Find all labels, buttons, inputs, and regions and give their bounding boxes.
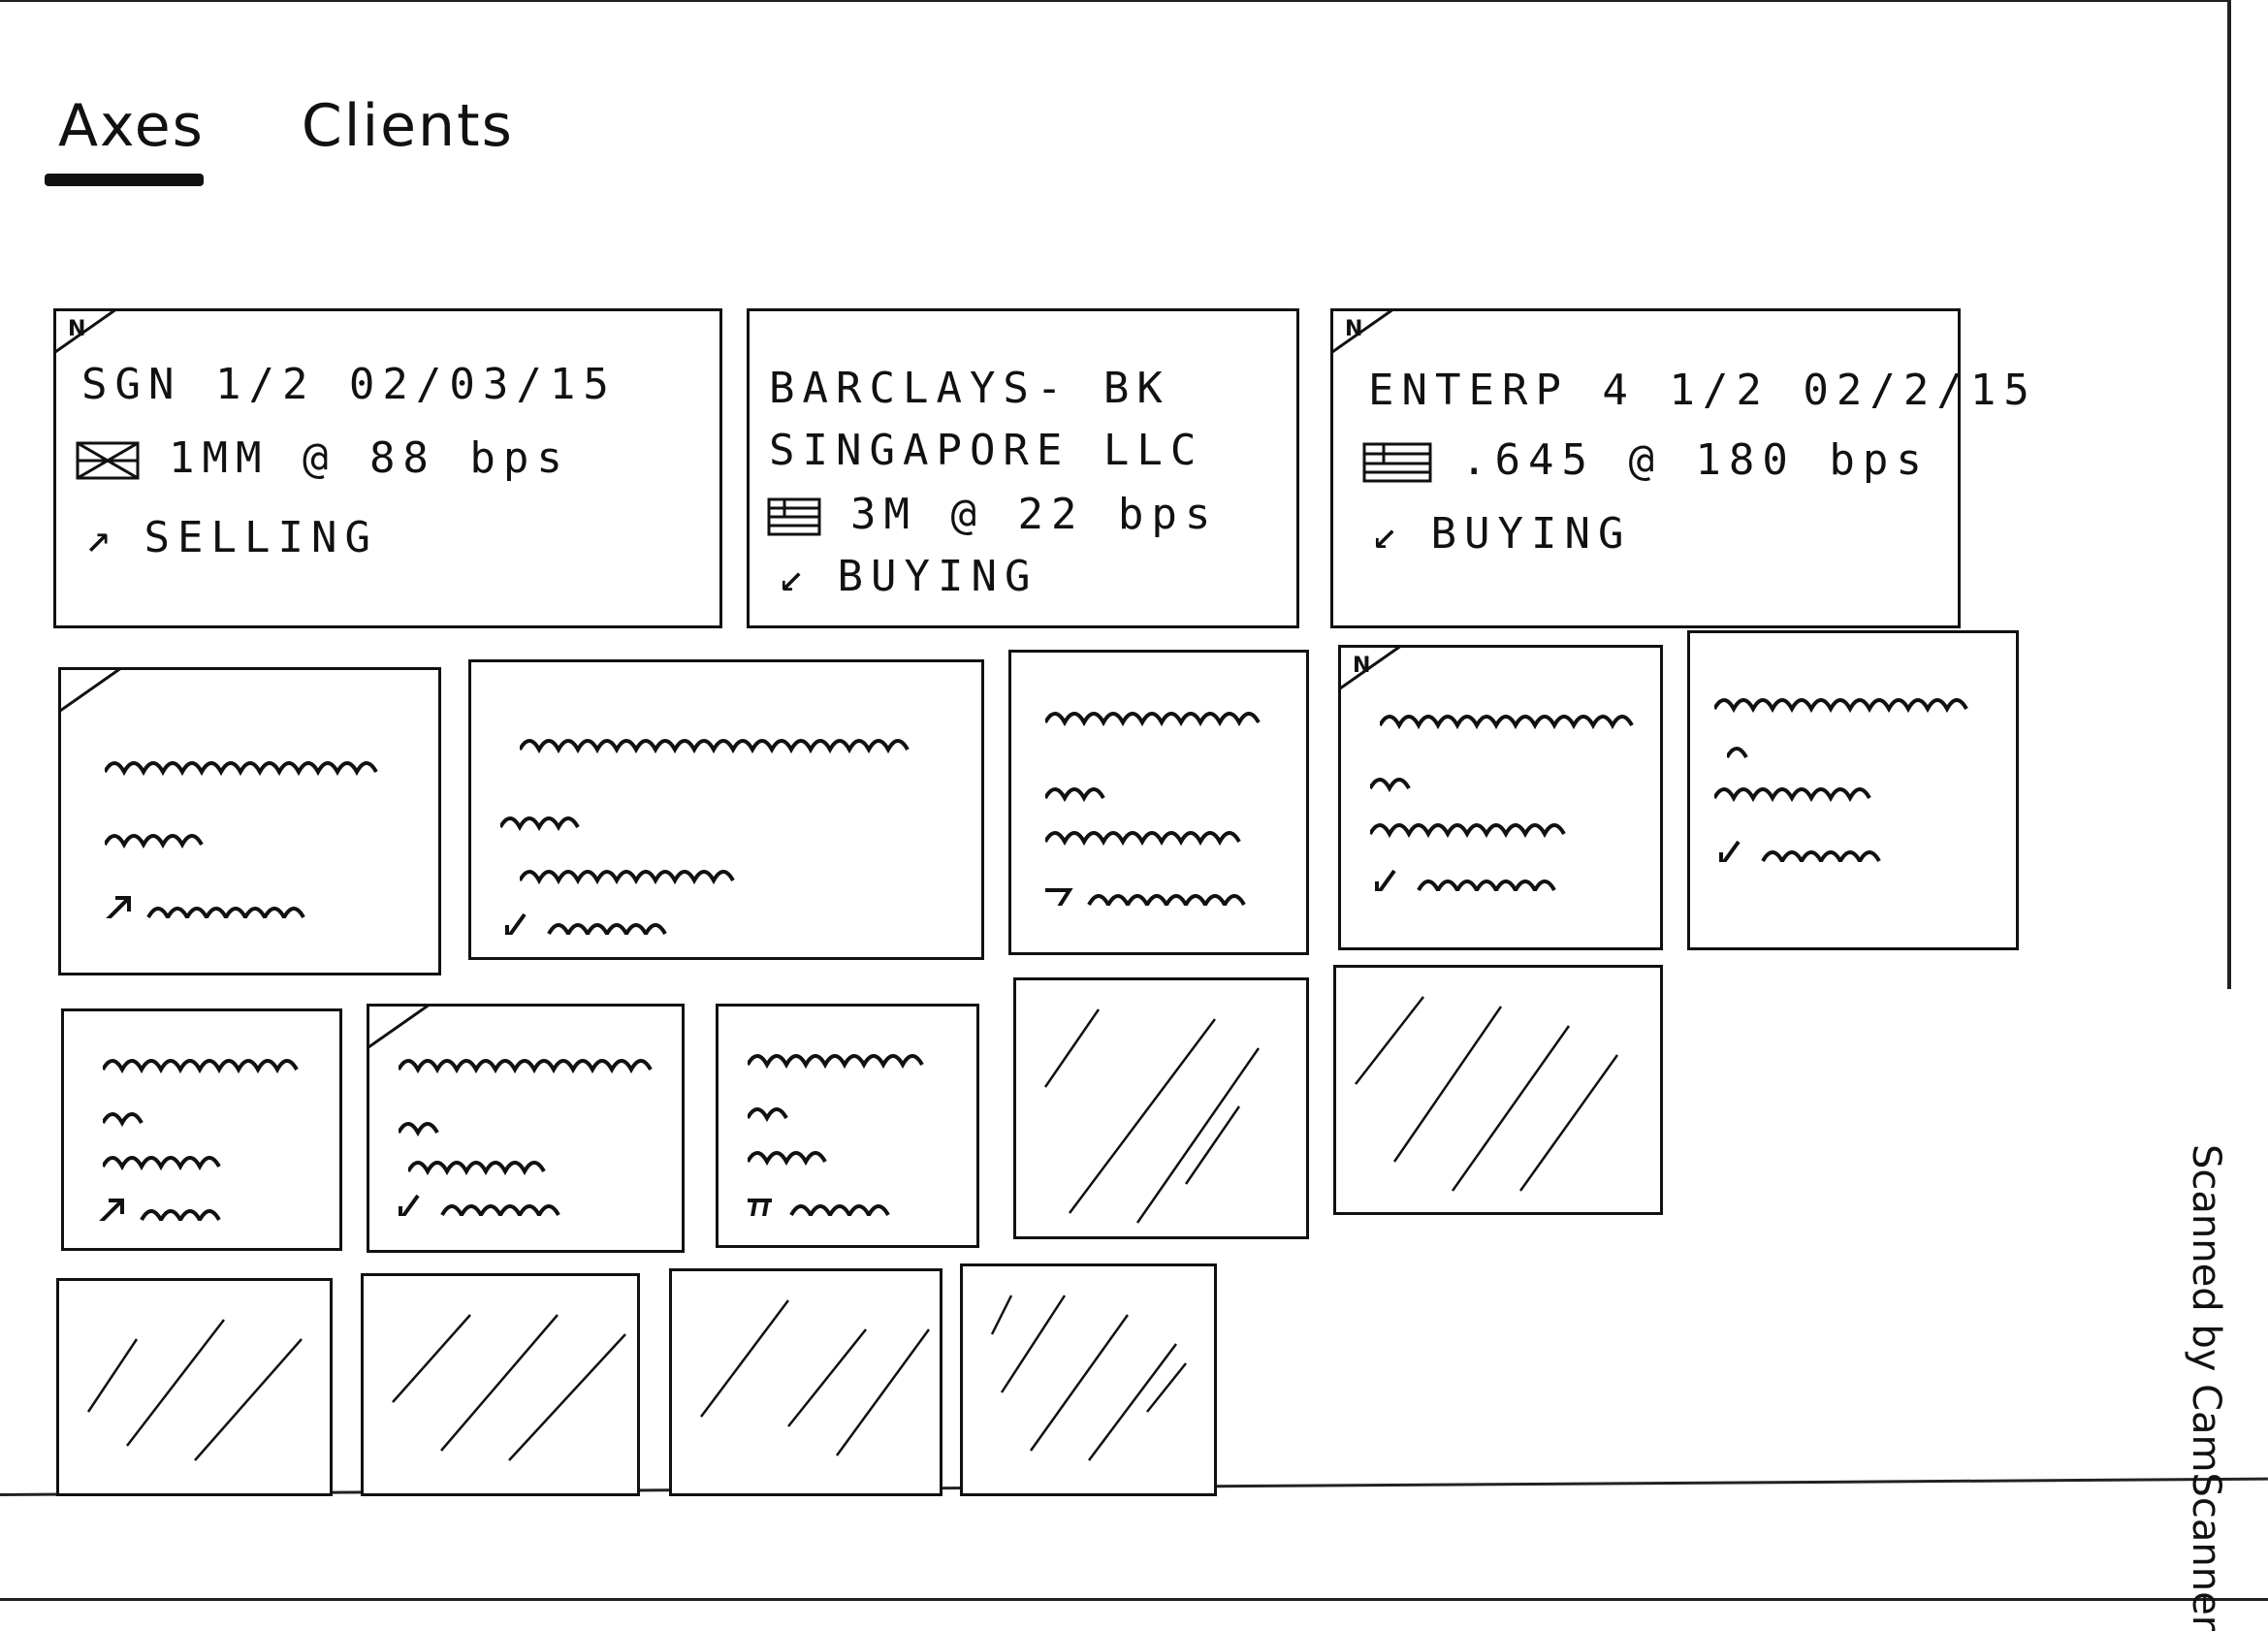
placeholder-text-scribble <box>500 816 580 832</box>
new-badge: N <box>56 311 134 360</box>
hatch-lines <box>392 1314 626 1461</box>
axe-card-amount-row: .645 @ 180 bps <box>1362 435 1930 485</box>
axe-card-2[interactable]: BARCLAYS- BK SINGAPORE LLC 3M @ 22 bps ↙… <box>747 308 1299 628</box>
placeholder-text-scribble <box>99 1199 221 1221</box>
placeholder-text-scribble <box>1045 787 1105 803</box>
frame-top-edge <box>0 0 2230 2</box>
placeholder-card[interactable] <box>1687 630 2019 950</box>
placeholder-text-scribble <box>1380 715 1634 730</box>
placeholder-text-scribble <box>103 1059 299 1074</box>
placeholder-text-scribble <box>748 1054 924 1070</box>
axe-card-direction-row: ↙ BUYING <box>779 552 1038 601</box>
hatch-lines <box>990 1295 1187 1461</box>
placeholder-text-scribble <box>520 739 910 754</box>
placeholder-text-scribble <box>748 1107 788 1123</box>
placeholder-card[interactable] <box>61 1008 342 1251</box>
placeholder-text-scribble <box>105 761 378 777</box>
axe-card-direction: BUYING <box>837 552 1038 601</box>
placeholder-text-scribble <box>1370 778 1411 793</box>
axe-card-direction-row: ↙ BUYING <box>1372 509 1631 559</box>
arrow-down-left-icon: ↙ <box>779 552 813 601</box>
empty-slot-hatched <box>56 1278 333 1496</box>
placeholder-text-scribble <box>399 1194 560 1216</box>
tab-bar: Axes Clients <box>45 92 514 186</box>
axe-card-amount: .645 @ 180 bps <box>1461 435 1930 485</box>
placeholder-text-scribble <box>399 1122 439 1137</box>
axe-card-amount: 1MM @ 88 bps <box>169 433 570 483</box>
placeholder-card[interactable] <box>367 1004 685 1253</box>
placeholder-text-scribble <box>106 896 305 918</box>
axe-card-3[interactable]: N ENTERP 4 1/2 02/2/15 .645 @ 180 bps ↙B… <box>1330 308 2029 628</box>
placeholder-text-scribble <box>1714 787 1871 803</box>
placeholder-text-scribble <box>1719 840 1881 862</box>
new-badge <box>61 670 139 719</box>
placeholder-text-scribble <box>1370 823 1566 839</box>
placeholder-text-scribble <box>748 1151 827 1167</box>
axe-card-direction: BUYING <box>1430 509 1632 559</box>
empty-slot-hatched <box>1333 965 1663 1215</box>
active-tab-indicator <box>45 174 204 186</box>
placeholder-text-scribble <box>520 870 735 885</box>
flag-icon <box>767 497 821 536</box>
placeholder-text-scribble <box>505 912 667 935</box>
tab-axes[interactable]: Axes <box>45 92 205 186</box>
placeholder-text-scribble <box>1045 888 1246 906</box>
arrow-up-right-icon: ↗ <box>85 513 119 562</box>
empty-slot-hatched <box>669 1268 942 1496</box>
axe-card-security: ENTERP 4 1/2 02/2/15 <box>1368 366 2037 415</box>
frame-right-edge <box>2227 0 2231 989</box>
placeholder-card[interactable]: N <box>1338 645 1663 950</box>
placeholder-text-scribble <box>103 1156 221 1171</box>
placeholder-text-scribble <box>1045 831 1241 847</box>
hatch-lines <box>700 1299 931 1456</box>
arrow-down-left-icon: ↙ <box>1372 509 1406 559</box>
axe-card-amount: 3M @ 22 bps <box>850 490 1219 539</box>
empty-slot-hatched <box>1013 977 1309 1239</box>
new-badge: N <box>1341 648 1419 696</box>
tab-axes-label: Axes <box>58 92 205 160</box>
new-badge <box>369 1007 447 1055</box>
hatch-lines <box>86 1319 303 1461</box>
checked-flag-icon <box>76 441 140 480</box>
axe-card-1[interactable]: N SGN 1/2 02/03/15 1MM @ 88 bps ↗ SELLING <box>53 308 722 628</box>
axe-card-security: SGN 1/2 02/03/15 <box>81 360 617 409</box>
placeholder-text-scribble <box>1714 698 1968 714</box>
placeholder-card[interactable] <box>1008 650 1309 955</box>
scanner-watermark: Scanned by CamScanner <box>2184 1144 2228 1631</box>
flag-icon <box>1362 442 1432 483</box>
placeholder-text-scribble <box>1045 712 1261 727</box>
placeholder-card[interactable] <box>468 659 984 960</box>
axe-card-issuer: BARCLAYS- BK <box>769 364 1170 413</box>
hatch-lines <box>1355 996 1619 1192</box>
frame-bottom-edge-lower <box>0 1598 2268 1601</box>
placeholder-text-scribble <box>1727 747 1748 759</box>
axe-card-direction: SELLING <box>144 513 378 562</box>
empty-slot-hatched <box>361 1273 640 1496</box>
axe-card-amount-row: 3M @ 22 bps <box>767 490 1218 539</box>
tab-clients[interactable]: Clients <box>302 92 514 160</box>
hatch-lines <box>1043 1008 1261 1224</box>
placeholder-card[interactable] <box>716 1004 979 1248</box>
placeholder-text-scribble <box>408 1161 546 1176</box>
empty-slot-hatched <box>960 1263 1217 1496</box>
placeholder-card[interactable] <box>58 667 441 975</box>
axe-card-direction-row: ↗ SELLING <box>85 513 378 562</box>
axe-card-amount-row: 1MM @ 88 bps <box>76 433 570 483</box>
placeholder-text-scribble <box>105 834 204 849</box>
new-badge: N <box>1333 311 1411 360</box>
placeholder-text-scribble <box>748 1199 890 1216</box>
placeholder-text-scribble <box>103 1112 144 1128</box>
tab-clients-label: Clients <box>301 92 514 160</box>
placeholder-text-scribble <box>1375 869 1556 891</box>
placeholder-text-scribble <box>399 1059 653 1074</box>
axe-card-issuer-line2: SINGAPORE LLC <box>769 426 1204 475</box>
